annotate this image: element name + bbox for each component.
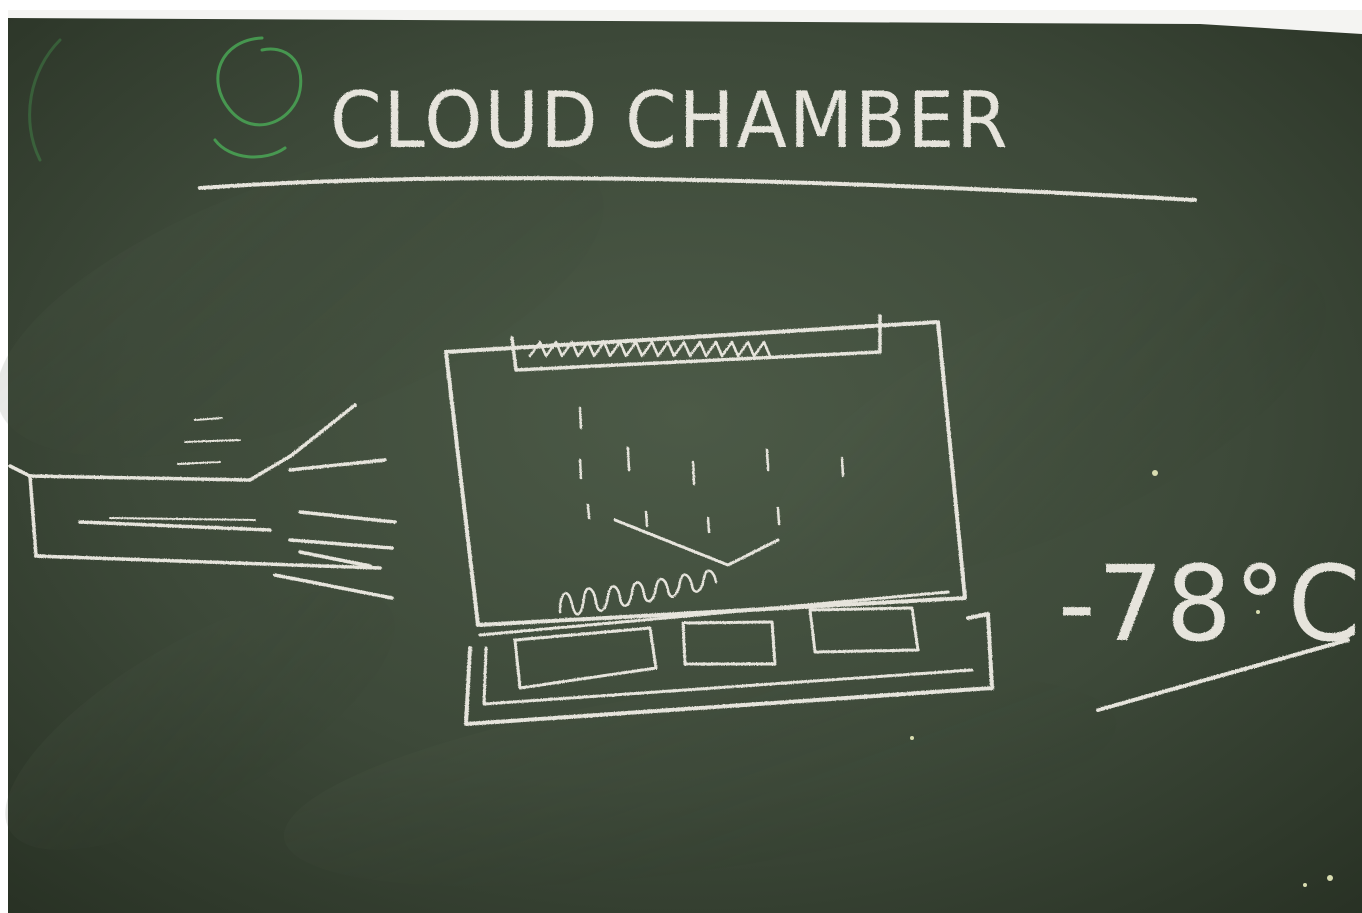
board-title: CLOUD CHAMBER: [330, 75, 1010, 165]
temperature-label: -78°C: [1058, 543, 1362, 665]
